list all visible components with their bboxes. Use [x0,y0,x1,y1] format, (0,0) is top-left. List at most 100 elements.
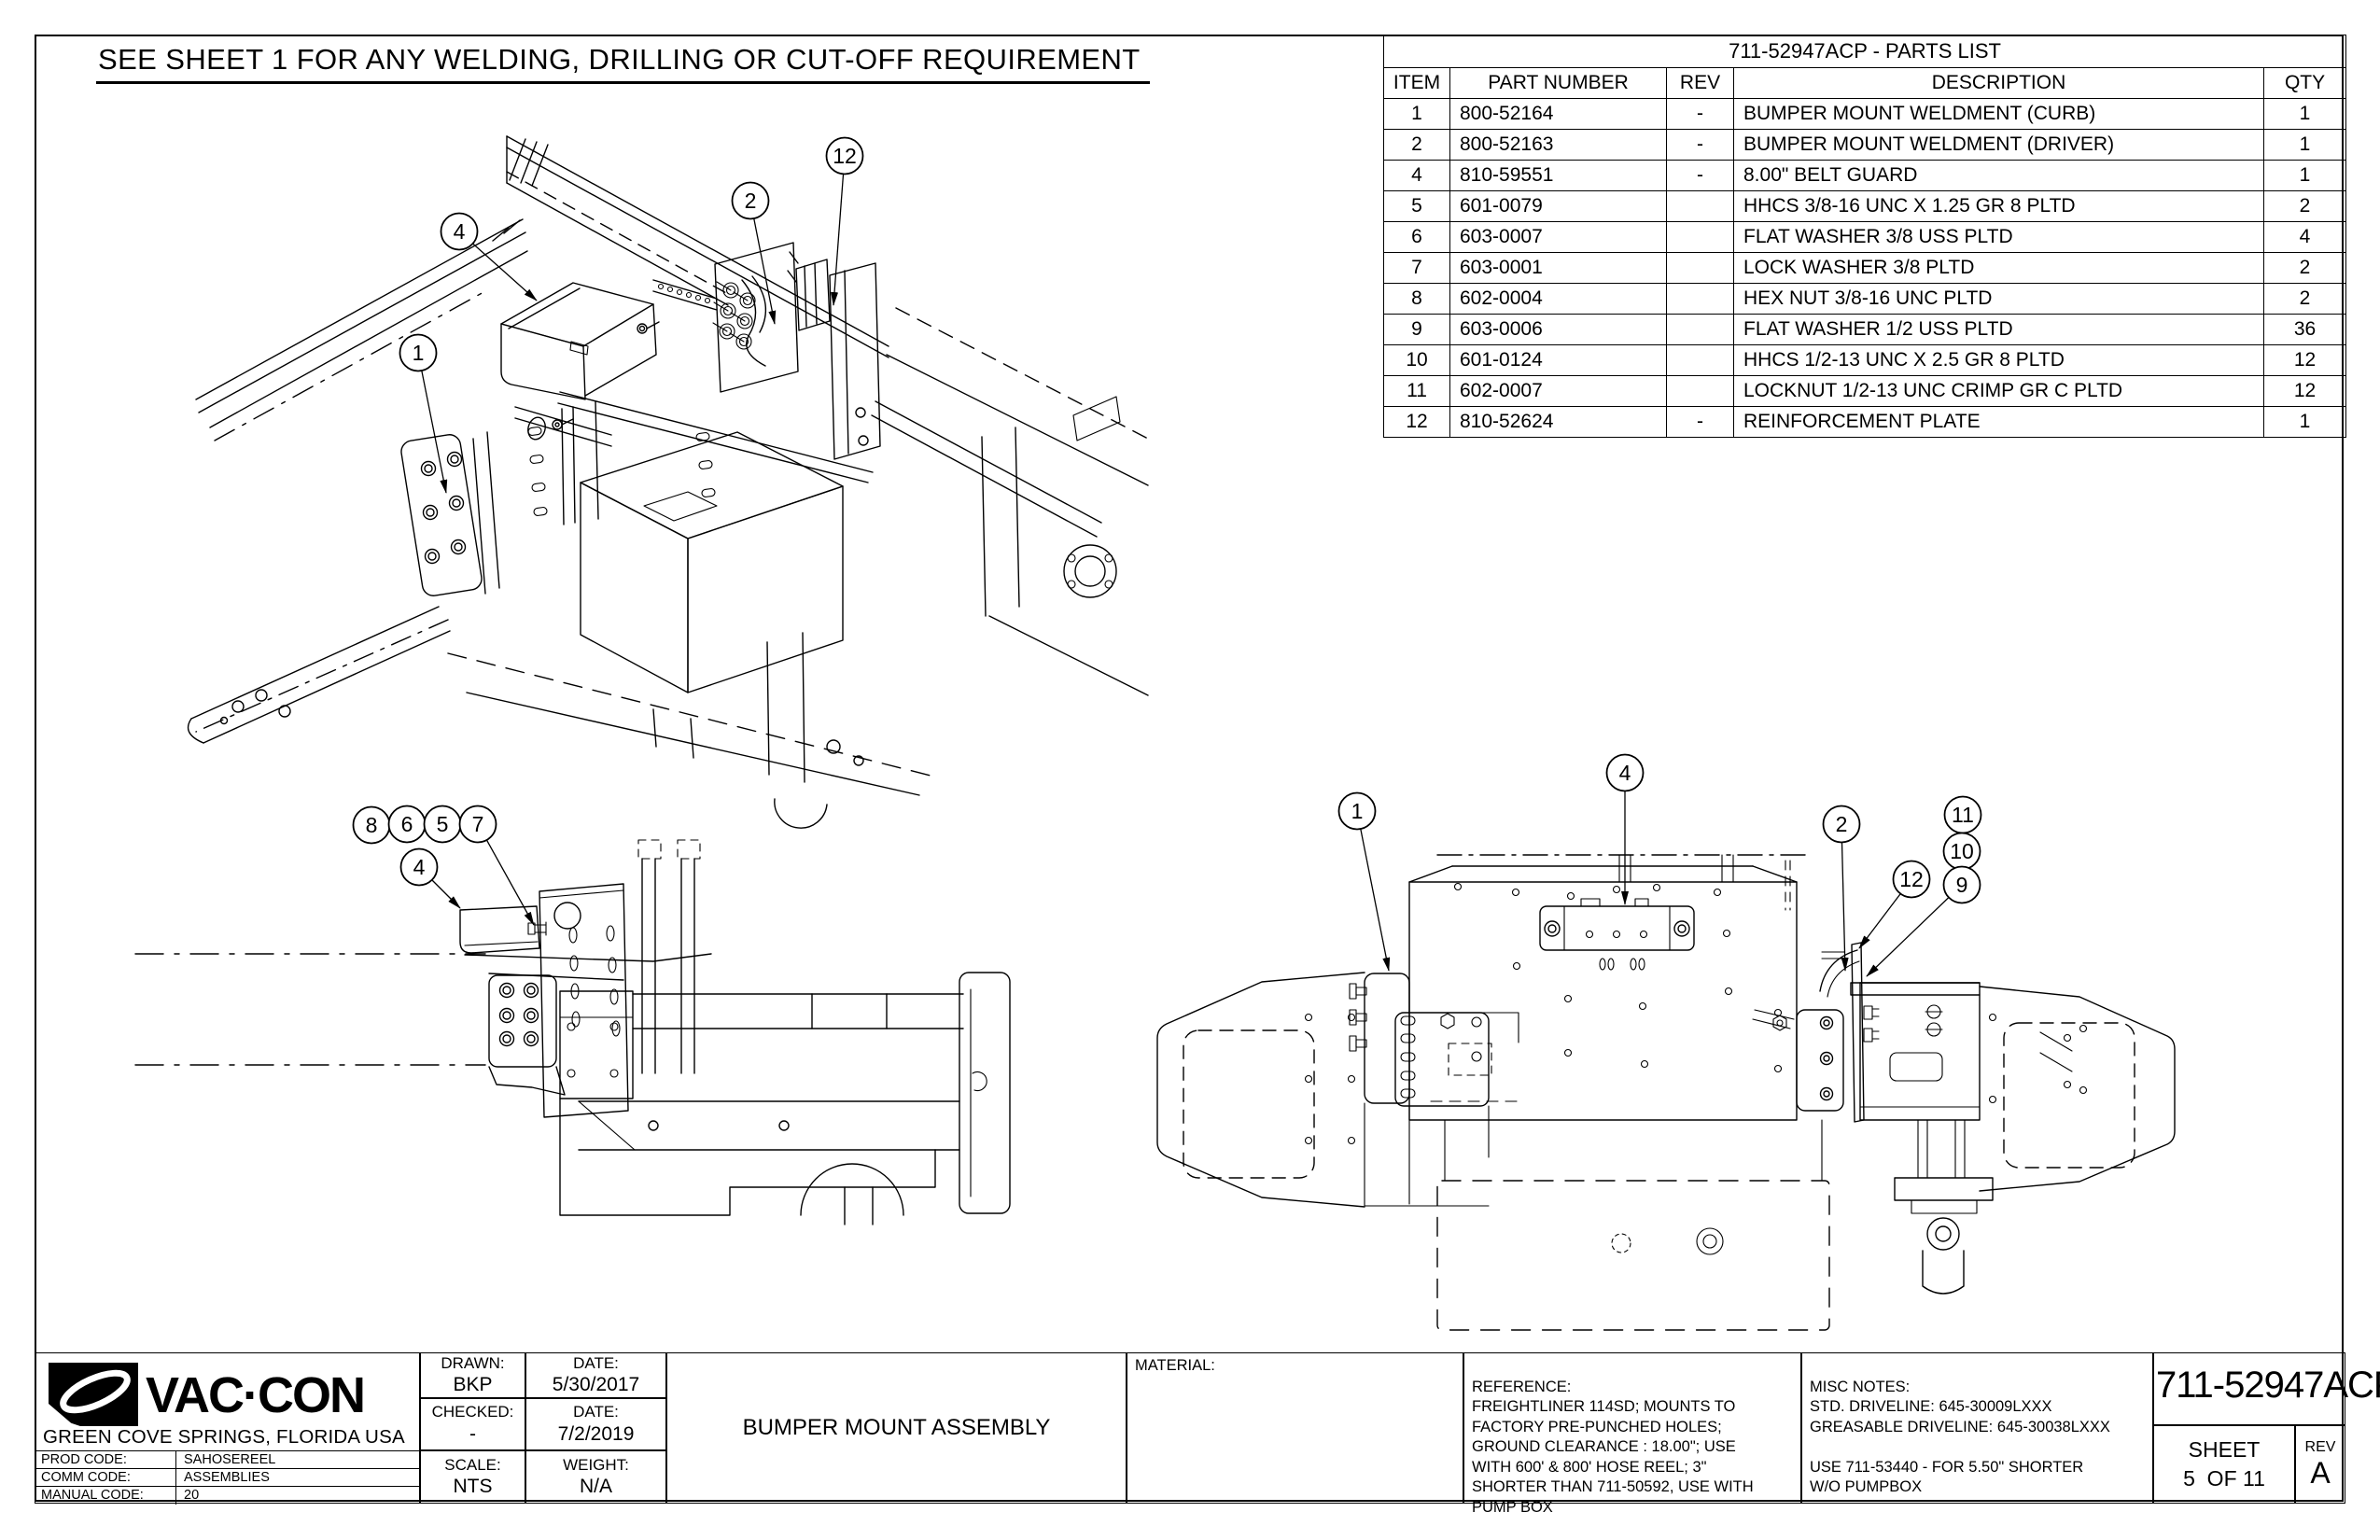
callout-leader [477,823,535,926]
callout-balloon-10: 10 [1942,832,1981,871]
parts-cell: 1 [2262,129,2347,161]
svg-text:4: 4 [413,855,426,879]
parts-cell: 603-0007 [1449,221,1667,253]
reference-cell: REFERENCE: FREIGHTLINER 114SD; MOUNTS TO… [1463,1352,1801,1516]
drawn-value: BKP [453,1374,493,1395]
isometric-view [187,135,1149,829]
callout-balloon-8: 8 [352,805,391,845]
svg-text:4: 4 [454,219,466,244]
svg-text:2: 2 [1836,812,1848,836]
checked-date-value: 7/2/2019 [557,1422,635,1445]
parts-cell: 601-0079 [1449,190,1667,222]
drawing-title: BUMPER MOUNT ASSEMBLY [742,1415,1051,1440]
svg-text:9: 9 [1956,873,1968,897]
parts-cell: 810-59551 [1449,160,1667,191]
svg-text:1: 1 [1351,799,1364,823]
comm-code-label: COMM CODE: [35,1468,176,1487]
callout-balloon-12: 12 [1892,860,1931,899]
scale-label: SCALE: [444,1455,501,1474]
svg-text:8: 8 [366,813,378,837]
callout-leader [1356,810,1391,972]
material-cell: MATERIAL: [1127,1352,1463,1504]
callout-balloon-4: 4 [440,212,479,251]
parts-cell: 2 [1383,129,1450,161]
parts-cell [1666,344,1734,376]
svg-text:5: 5 [437,812,449,836]
drawn-cell: DRAWN: BKP [420,1352,525,1398]
parts-cell: 7 [1383,252,1450,284]
parts-cell: HHCS 1/2-13 UNC X 2.5 GR 8 PLTD [1733,344,2264,376]
drawn-date-value: 5/30/2017 [552,1374,640,1395]
callout-balloon-6: 6 [387,805,427,844]
prod-code-row: PROD CODE: SAHOSEREEL [35,1450,419,1469]
parts-cell: 2 [2262,252,2347,284]
parts-cell: 2 [2262,283,2347,315]
parts-cell: LOCKNUT 1/2-13 UNC CRIMP GR C PLTD [1733,375,2264,407]
parts-cell [1666,221,1734,253]
callout-leader [831,155,846,306]
top-view [1156,854,2176,1331]
manual-code-label: MANUAL CODE: [35,1486,176,1505]
rev-value: A [2310,1455,2331,1490]
weight-value: N/A [579,1476,612,1497]
scale-value: NTS [453,1476,493,1497]
callout-balloon-2: 2 [1822,805,1861,844]
parts-cell: 12 [2262,375,2347,407]
drawing-number-cell [2153,1352,2345,1425]
vaccon-logo-text: VAC·CON [146,1367,366,1423]
svg-text:10: 10 [1950,839,1974,863]
prod-code-label: PROD CODE: [35,1450,176,1469]
parts-cell: 6 [1383,221,1450,253]
parts-cell: FLAT WASHER 1/2 USS PLTD [1733,314,2264,345]
parts-cell: HHCS 3/8-16 UNC X 1.25 GR 8 PLTD [1733,190,2264,222]
checked-cell: CHECKED: - [420,1398,525,1450]
callout-balloon-11: 11 [1943,795,1982,834]
sheet-border [35,35,2344,1502]
drawn-label: DRAWN: [441,1353,505,1372]
parts-cell: 1 [1383,98,1450,130]
checked-date-cell: DATE: 7/2/2019 [525,1398,666,1450]
parts-cell: REINFORCEMENT PLATE [1733,406,2264,438]
scale-cell: SCALE: NTS [420,1450,525,1504]
parts-cell: 11 [1383,375,1450,407]
reference-label: REFERENCE: [1472,1378,1572,1395]
reference-text: FREIGHTLINER 114SD; MOUNTS TO FACTORY PR… [1472,1398,1754,1516]
manual-code-row: MANUAL CODE: 20 [35,1486,419,1505]
callout-balloon-12: 12 [825,136,864,175]
parts-cell: 603-0006 [1449,314,1667,345]
vaccon-emblem-icon [47,1361,140,1433]
rev-label: REV [2304,1438,2336,1455]
parts-cell: 810-52624 [1449,406,1667,438]
parts-cell: 12 [1383,406,1450,438]
side-view [134,839,1011,1225]
comm-code-value: ASSEMBLIES [176,1468,419,1487]
parts-cell: 602-0007 [1449,375,1667,407]
misc-notes-label: MISC NOTES: [1810,1378,1911,1395]
svg-text:4: 4 [1619,761,1631,785]
parts-cell: 4 [2262,221,2347,253]
checked-value: - [469,1422,476,1445]
callout-balloon-1: 1 [399,333,438,372]
parts-cell: - [1666,160,1734,191]
parts-cell: HEX NUT 3/8-16 UNC PLTD [1733,283,2264,315]
parts-cell [1666,252,1734,284]
rev-cell: REV A [2295,1425,2345,1504]
sheet-note: SEE SHEET 1 FOR ANY WELDING, DRILLING OR… [96,43,1150,84]
weight-cell: WEIGHT: N/A [525,1450,666,1504]
parts-cell: 5 [1383,190,1450,222]
drawing-number: 711-52947ACP [2156,1365,2380,1406]
logo-cell: VAC·CON GREEN COVE SPRINGS, FLORIDA USA … [35,1352,420,1505]
svg-text:11: 11 [1952,803,1974,827]
parts-cell: LOCK WASHER 3/8 PLTD [1733,252,2264,284]
drawing-title-cell: BUMPER MOUNT ASSEMBLY [666,1352,1127,1504]
svg-text:12: 12 [1899,867,1924,891]
